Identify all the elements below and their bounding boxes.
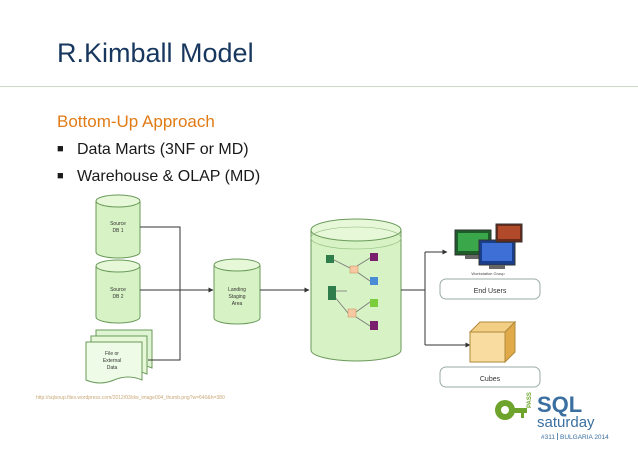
bullet-item: ■ Data Marts (3NF or MD)	[57, 141, 249, 159]
staging-label: Staging	[229, 294, 246, 300]
square-bullet-icon: ■	[57, 170, 64, 182]
output-connectors	[401, 249, 471, 348]
cubes-box: Cubes	[439, 366, 541, 388]
staging-label: Area	[232, 301, 243, 307]
sql-saturday-logo: PASS SQL saturday #311 BULGARIA 2014	[495, 392, 609, 441]
staging-label: Landing	[228, 287, 246, 293]
cubes-label: Cubes	[480, 376, 501, 383]
logo-saturday-text: saturday	[537, 414, 595, 431]
data-mart-block	[349, 265, 359, 274]
source-db-1-label: DB 1	[112, 228, 123, 234]
bullet-text: Data Marts (3NF or MD)	[77, 141, 249, 158]
file-label: External	[103, 358, 121, 364]
data-mart-block	[370, 277, 378, 285]
source-db-1: Source DB 1	[95, 194, 141, 259]
logo-sql-text: SQL	[537, 392, 582, 417]
end-users-label: End Users	[474, 288, 507, 295]
event-place: BULGARIA 2014	[560, 434, 609, 441]
file-external-data: File or External Data	[85, 329, 153, 384]
cube-icon	[468, 320, 517, 364]
title-divider	[0, 86, 638, 87]
data-mart-block	[328, 286, 336, 300]
bullet-text: Warehouse & OLAP (MD)	[77, 168, 261, 185]
data-mart-block	[370, 253, 378, 261]
source-db-2-label: Source	[110, 287, 126, 293]
file-label: Data	[107, 365, 118, 371]
bullet-item: ■ Warehouse & OLAP (MD)	[57, 168, 260, 186]
end-users-box: End Users	[439, 278, 541, 300]
slide-subtitle: Bottom-Up Approach	[57, 112, 215, 131]
source-db-1-label: Source	[110, 221, 126, 227]
slide-title: R.Kimball Model	[57, 38, 254, 68]
source-connectors	[140, 226, 214, 361]
workstation-label: Workstation Group	[471, 271, 505, 276]
source-db-2: Source DB 2	[95, 259, 141, 324]
data-mart-block	[326, 255, 334, 263]
data-mart-links	[333, 257, 371, 327]
landing-staging-area: Landing Staging Area	[213, 258, 261, 325]
data-mart-block	[370, 299, 378, 307]
data-mart-block	[347, 308, 357, 318]
image-credit-link[interactable]: http://sqlsoup.files.wordpress.com/2012/…	[36, 395, 225, 401]
data-mart-block	[370, 321, 378, 330]
data-warehouse	[310, 218, 402, 362]
file-label: File or	[105, 351, 119, 357]
event-number: #311	[541, 434, 555, 441]
workstation-group: Workstation Group	[454, 223, 523, 276]
source-db-2-label: DB 2	[112, 294, 123, 300]
square-bullet-icon: ■	[57, 143, 64, 155]
pass-label: PASS	[527, 392, 533, 408]
